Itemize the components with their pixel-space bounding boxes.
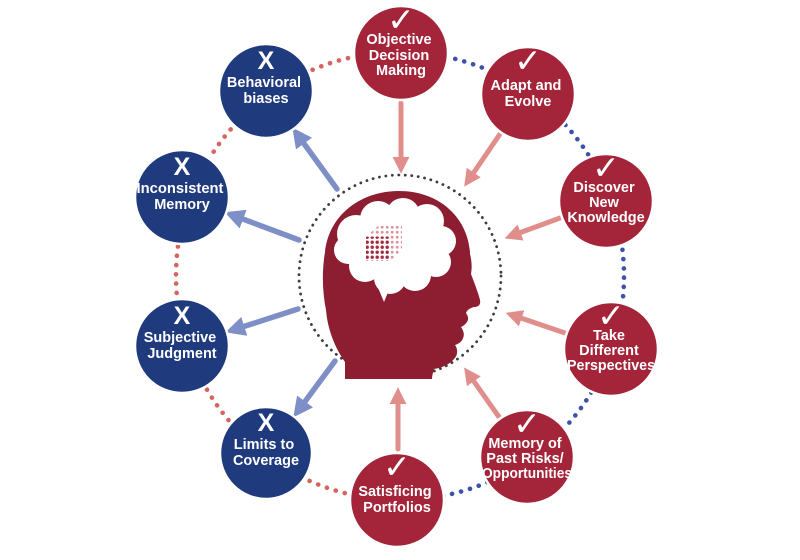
x-icon: X [174,302,191,330]
x-icon: X [174,153,191,181]
label-line: Memory [154,197,210,213]
node-objective-decision-making: ✓ Objective Decision Making [352,1,450,102]
node-label: Satisficing Portfolios [358,484,435,516]
label-line: Decision [369,48,429,64]
label-line: Coverage [233,453,299,469]
node-label: Limits to Coverage [233,437,299,469]
arrow-center-to-inconsistent [224,209,302,243]
label-line: Satisficing [358,484,431,500]
label-line: Portfolios [363,500,431,516]
node-circle [352,4,450,102]
label-line: Limits to [234,437,295,453]
arrow-discover-to-center [504,215,563,241]
node-circle [133,297,231,395]
node-subjective-judgment: X Subjective Judgment [133,297,231,395]
check-icon: ✓ [383,448,411,485]
check-icon: ✓ [514,42,542,79]
check-icon: ✓ [513,405,541,442]
label-line: Behavioral [227,75,301,91]
arrow-center-to-subjective [225,306,301,336]
node-circle [478,408,576,506]
label-line: New [589,195,620,211]
node-label: Adapt and Evolve [491,78,566,110]
label-line: Subjective [144,330,217,346]
arrow-perspectives-to-center [505,310,568,336]
head-silhouette [322,191,481,379]
node-memory-of-past-risks: ✓ Memory of Past Risks/ Opportunities [478,405,576,506]
node-label: Inconsistent Memory [136,181,227,213]
lattice-cube-icon [366,226,402,261]
node-circle [217,42,315,140]
label-line: Discover [573,180,635,196]
center-dotted-ring [297,173,503,379]
node-circle [557,152,655,250]
node-adapt-and-evolve: ✓ Adapt and Evolve [479,42,577,143]
arrow-center-to-behavioral [292,127,340,192]
label-line: Opportunities [482,466,572,482]
arrow-center-to-limits [293,358,338,418]
node-circle [348,451,446,549]
node-circle [479,45,577,143]
node-label: Memory of Past Risks/ Opportunities [482,436,572,482]
x-icon: X [258,409,275,437]
node-take-different-perspectives: ✓ Take Different Perspectives [562,297,660,398]
label-line: Making [376,63,426,79]
inward-arrows [389,100,568,452]
label-line: Perspectives [567,358,655,374]
label-line: Past Risks/ [486,451,563,467]
node-inconsistent-memory: X Inconsistent Memory [133,148,231,246]
label-line: Different [579,343,639,359]
node-label: Discover New Knowledge [567,180,644,226]
outward-arrows [224,127,340,418]
node-satisficing-portfolios: ✓ Satisficing Portfolios [348,448,446,549]
node-circle [218,405,314,501]
node-label: Take Different Perspectives [567,328,655,374]
label-line: Inconsistent [136,181,223,197]
label-line: Objective [366,32,431,48]
node-label: Behavioral biases [227,75,305,107]
node-circle [562,300,660,398]
label-line: Memory of [488,436,561,452]
x-icon: X [258,47,275,75]
node-label: Subjective Judgment [144,330,221,362]
label-line: biases [243,91,288,107]
label-line: Take [593,328,625,344]
node-limits-to-coverage: X Limits to Coverage [218,405,314,501]
label-line: Knowledge [567,210,644,226]
arrow-adapt-to-center [464,131,503,187]
label-line: Evolve [505,94,552,110]
node-discover-new-knowledge: ✓ Discover New Knowledge [557,149,655,250]
arrow-memory-risks-to-center [464,367,502,420]
check-icon: ✓ [387,1,415,38]
label-line: Adapt and [491,78,562,94]
node-behavioral-biases: X Behavioral biases [217,42,315,140]
label-line: Judgment [147,346,216,362]
node-label: Objective Decision Making [366,32,435,79]
check-icon: ✓ [592,149,620,186]
check-icon: ✓ [597,297,625,334]
node-circle [133,148,231,246]
